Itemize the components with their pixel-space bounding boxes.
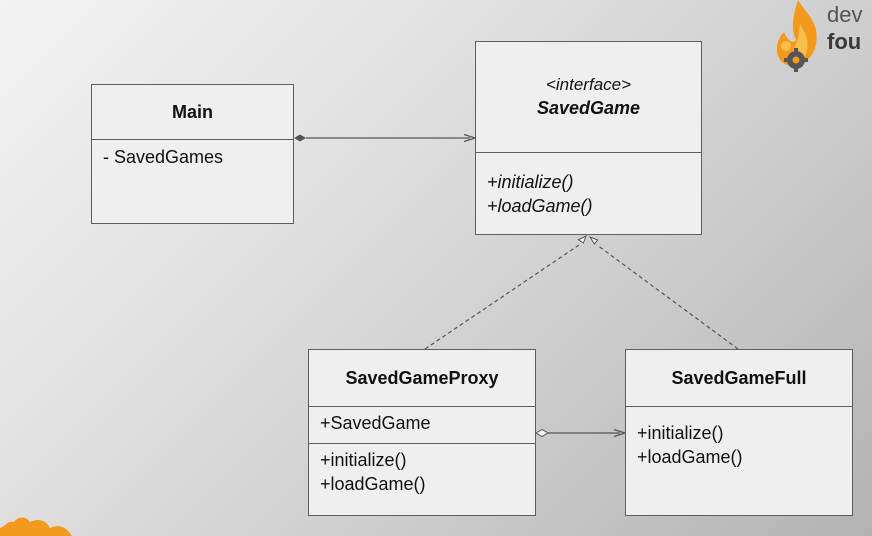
method: +loadGame() (637, 447, 743, 467)
class-savedgameproxy-name: SavedGameProxy (345, 368, 499, 388)
class-savedgamefull-header: SavedGameFull (626, 350, 852, 407)
class-savedgameproxy-methods: +initialize() +loadGame() (309, 444, 535, 496)
method: +loadGame() (320, 474, 426, 494)
interface-savedgame: <interface> SavedGame +initialize() +loa… (475, 41, 702, 235)
proxy-to-full-association (535, 428, 628, 438)
class-main: Main - SavedGames (91, 84, 294, 224)
class-savedgamefull-name: SavedGameFull (671, 368, 807, 388)
interface-savedgame-header: <interface> SavedGame (476, 42, 701, 153)
class-main-header: Main (92, 85, 293, 140)
interface-stereotype: <interface> (545, 75, 632, 94)
interface-savedgame-name: SavedGame (536, 98, 641, 118)
logo-text-line1: dev (827, 2, 863, 27)
main-to-savedgame-association (294, 133, 478, 143)
attribute: +SavedGame (320, 413, 431, 433)
proxy-realizes-interface (424, 234, 587, 350)
logo-text-line2: fou (827, 29, 862, 54)
interface-savedgame-methods: +initialize() +loadGame() (476, 166, 701, 218)
class-main-attributes: - SavedGames (92, 140, 293, 169)
class-savedgameproxy-attributes: +SavedGame (309, 407, 535, 444)
flame-gear-logo-icon (776, 0, 817, 72)
method: +loadGame() (487, 196, 593, 216)
class-savedgamefull-methods: +initialize() +loadGame() (626, 407, 852, 469)
class-savedgamefull: SavedGameFull +initialize() +loadGame() (625, 349, 853, 516)
attribute: - SavedGames (103, 147, 224, 167)
class-main-name: Main (171, 102, 213, 122)
full-realizes-interface (588, 235, 739, 350)
orange-corner-shape (0, 517, 72, 536)
method: +initialize() (637, 423, 724, 443)
class-savedgameproxy: SavedGameProxy +SavedGame +initialize() … (308, 349, 536, 516)
method: +initialize() (487, 172, 574, 192)
method: +initialize() (320, 450, 407, 470)
class-savedgameproxy-header: SavedGameProxy (309, 350, 535, 407)
